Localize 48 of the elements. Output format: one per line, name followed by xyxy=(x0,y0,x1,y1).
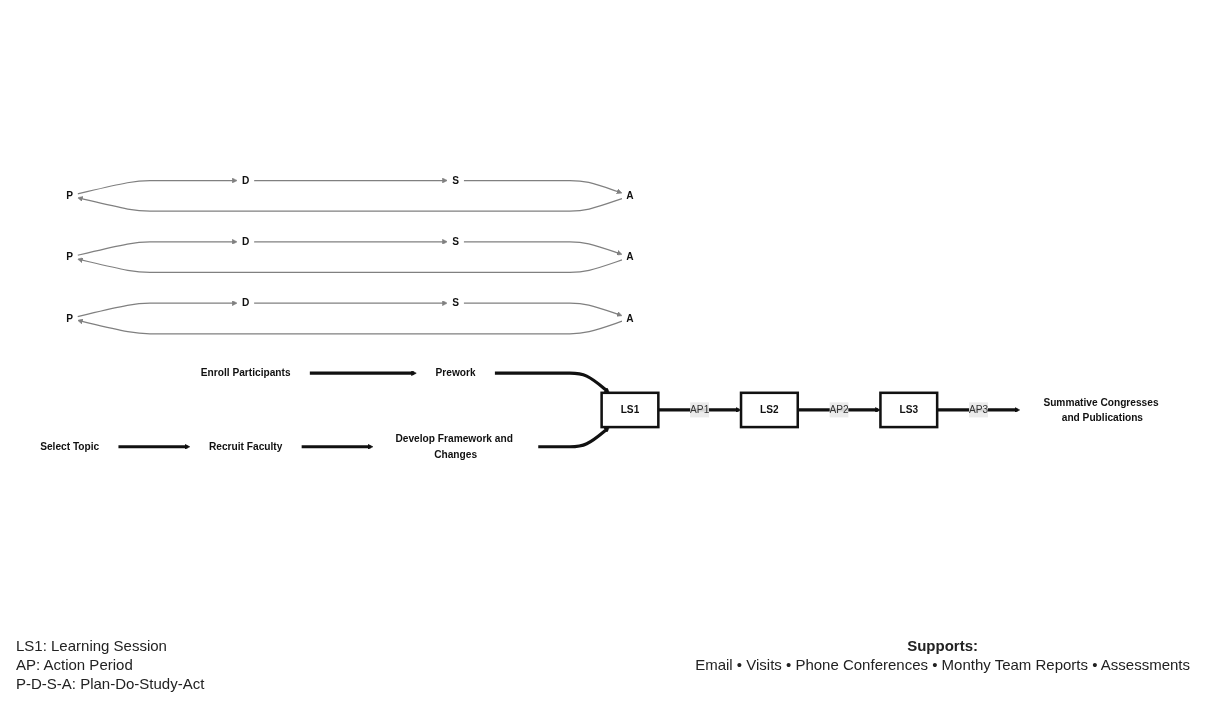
arrow xyxy=(253,238,448,245)
arrow xyxy=(76,238,238,256)
node-text: P xyxy=(66,189,74,201)
arrow xyxy=(658,406,742,413)
edge-label: AP2 xyxy=(829,403,849,415)
arrow xyxy=(77,195,623,212)
node-text: S xyxy=(452,297,459,308)
node-box: LS2 xyxy=(739,391,799,429)
node-text: Enroll Participants xyxy=(200,367,291,378)
arrow xyxy=(309,370,417,376)
arrow xyxy=(118,443,191,450)
node-box: LS3 xyxy=(879,391,939,429)
arrow xyxy=(76,177,238,195)
abbreviation-note: LS1: Learning Session xyxy=(16,637,168,654)
node-text: Summative Congresses and Publications xyxy=(1043,396,1159,423)
node-text: P xyxy=(66,312,74,324)
arrow xyxy=(253,300,448,306)
abbreviation-note: AP: Action Period xyxy=(16,656,134,673)
node-box: LS1 xyxy=(600,391,660,429)
arrow xyxy=(253,177,448,183)
supports-list: Email • Visits • Phone Conferences • Monthy Team Reports • Assessments xyxy=(695,656,1190,673)
arrow xyxy=(538,426,610,449)
arrow xyxy=(76,300,238,317)
arrow xyxy=(301,443,374,450)
node-text: Recruit Faculty xyxy=(208,440,283,452)
node-text: A xyxy=(626,189,634,201)
arrow xyxy=(77,257,623,273)
edge-label: AP1 xyxy=(690,403,710,415)
arrow xyxy=(494,371,610,393)
arrow xyxy=(463,240,623,256)
node-text: P xyxy=(66,251,74,262)
arrow xyxy=(463,302,623,317)
node-text: S xyxy=(452,174,459,186)
node-text: Develop Framework and Changes xyxy=(395,433,513,460)
arrow xyxy=(463,179,623,194)
arrow xyxy=(937,406,1021,413)
arrow xyxy=(77,318,623,335)
abbreviation-note: P-D-S-A: Plan-Do-Study-Act xyxy=(16,675,205,692)
node-text: Select Topic xyxy=(40,440,100,452)
node-text: D xyxy=(242,174,250,186)
node-text: A xyxy=(626,312,634,324)
node-text: A xyxy=(626,251,634,262)
node-text: S xyxy=(452,235,459,247)
edge-label: AP3 xyxy=(968,403,989,415)
node-text: D xyxy=(242,235,250,247)
supports-heading: Supports: xyxy=(906,637,979,654)
node-text: Prework xyxy=(435,367,476,378)
node-text: D xyxy=(242,297,250,308)
